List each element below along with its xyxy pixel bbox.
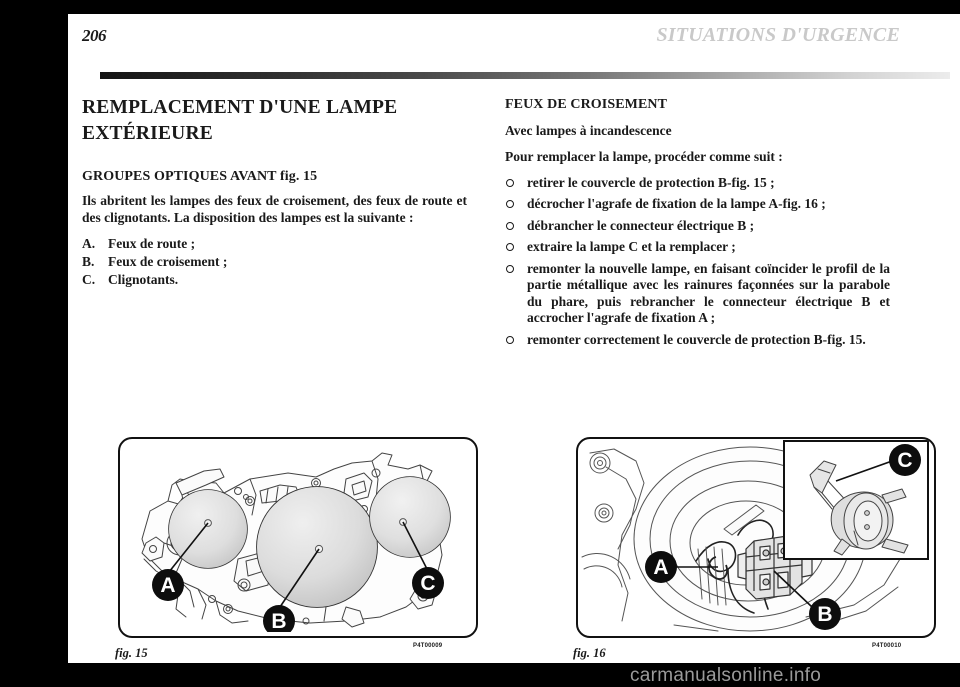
step-text: extraire la lampe C et la remplacer ; [527, 239, 736, 254]
bulb-inset-box: C [783, 440, 929, 560]
intro-paragraph-right: Pour remplacer la lampe, procéder comme … [505, 149, 783, 164]
svg-text:B: B [271, 610, 286, 632]
list-item: décrocher l'agrafe de fixation de la lam… [505, 196, 890, 213]
figure-16-caption: fig. 16 [573, 646, 606, 660]
svg-text:C: C [420, 572, 435, 595]
figure-15-code: P4T00009 [413, 643, 443, 649]
left-column: REMPLACEMENT D'UNE LAMPE EXTÉRIEURE GROU… [82, 96, 467, 289]
list-marker: B. [82, 254, 95, 269]
list-item: remonter correctement le couvercle de pr… [505, 332, 890, 349]
list-item: retirer le couvercle de protection B-fig… [505, 175, 890, 192]
lamp-c-circle [369, 476, 451, 558]
list-item-label: Feux de route ; [108, 236, 196, 251]
list-item: C. Clignotants. [82, 271, 467, 289]
header-divider-gradient [100, 72, 950, 79]
section-title-line2: EXTÉRIEURE [82, 123, 213, 144]
bullet-ring-icon [506, 200, 514, 208]
page-number: 206 [82, 26, 107, 45]
headlight-front-diagram: A B C [141, 452, 451, 632]
callout-badge-c: C [412, 567, 444, 599]
right-column: FEUX DE CROISEMENT Avec lampes à incande… [505, 96, 890, 353]
bullet-ring-icon [506, 178, 514, 187]
page-frame-top [0, 0, 960, 14]
subsection-title-low-beam: FEUX DE CROISEMENT [505, 97, 668, 112]
svg-text:C: C [897, 449, 912, 472]
figure-16-code: P4T00010 [872, 643, 902, 649]
list-item: B. Feux de croisement ; [82, 253, 467, 271]
section-title-line1: REMPLACEMENT D'UNE LAMPE [82, 97, 398, 118]
bullet-ring-icon [506, 335, 514, 344]
bullet-ring-icon [506, 221, 514, 230]
list-item-label: Feux de croisement ; [108, 254, 228, 269]
step-text: débrancher le connecteur électrique B ; [527, 217, 755, 233]
step-text: remonter correctement le couvercle de pr… [527, 331, 866, 347]
callout-badge-b: B [263, 605, 295, 632]
intro-paragraph-left: Ils abritent les lampes des feux de croi… [82, 193, 467, 225]
callout-badge-c: C [889, 444, 921, 476]
manual-page: 206 SITUATIONS D'URGENCE REMPLACEMENT D'… [68, 14, 960, 686]
figure-15-caption: fig. 15 [115, 646, 148, 660]
callout-badge-a: A [645, 551, 677, 583]
step-text: remonter la nouvelle lampe, en faisant c… [527, 260, 890, 326]
list-item: A. Feux de route ; [82, 235, 467, 253]
leader-line-c [402, 521, 428, 570]
leader-line-a [168, 522, 209, 573]
list-item: extraire la lampe C et la remplacer ; [505, 239, 890, 256]
subsection-title-front-headlights: GROUPES OPTIQUES AVANT fig. 15 [82, 169, 318, 184]
headlight-rear-diagram: C A B [581, 440, 929, 632]
leader-line-c-inset [835, 460, 893, 482]
list-marker: C. [82, 272, 96, 287]
replacement-steps-list: retirer le couvercle de protection B-fig… [505, 175, 890, 349]
page-frame-left [0, 0, 68, 677]
step-text: décrocher l'agrafe de fixation de la lam… [527, 196, 826, 211]
leader-line-b [773, 570, 813, 608]
list-item: débrancher le connecteur électrique B ; [505, 218, 890, 235]
callout-badge-a: A [152, 569, 184, 601]
lamp-b-circle [256, 486, 378, 608]
subsection-subtitle-incandescent: Avec lampes à incandescence [505, 123, 672, 138]
step-text: retirer le couvercle de protection B-fig… [527, 174, 775, 190]
page-title: SITUATIONS D'URGENCE [656, 24, 900, 46]
svg-text:B: B [817, 603, 832, 626]
svg-text:A: A [653, 556, 668, 579]
figure-16-image: C A B [576, 437, 936, 638]
site-watermark: carmanualsonline.info [630, 665, 822, 686]
retaining-clip-part [708, 556, 728, 580]
bullet-ring-icon [506, 243, 514, 251]
callout-badge-b: B [809, 598, 841, 630]
list-marker: A. [82, 236, 96, 251]
figure-15-image: A B C [118, 437, 478, 638]
bullet-ring-icon [506, 264, 514, 273]
list-item-label: Clignotants. [108, 272, 179, 287]
page-frame-bottom [0, 663, 960, 677]
page-header: 206 SITUATIONS D'URGENCE [82, 24, 946, 58]
svg-text:A: A [160, 574, 175, 597]
lamp-legend-list: A. Feux de route ; B. Feux de croisement… [82, 235, 467, 289]
list-item: remonter la nouvelle lampe, en faisant c… [505, 261, 890, 327]
leader-line-b [279, 548, 320, 608]
